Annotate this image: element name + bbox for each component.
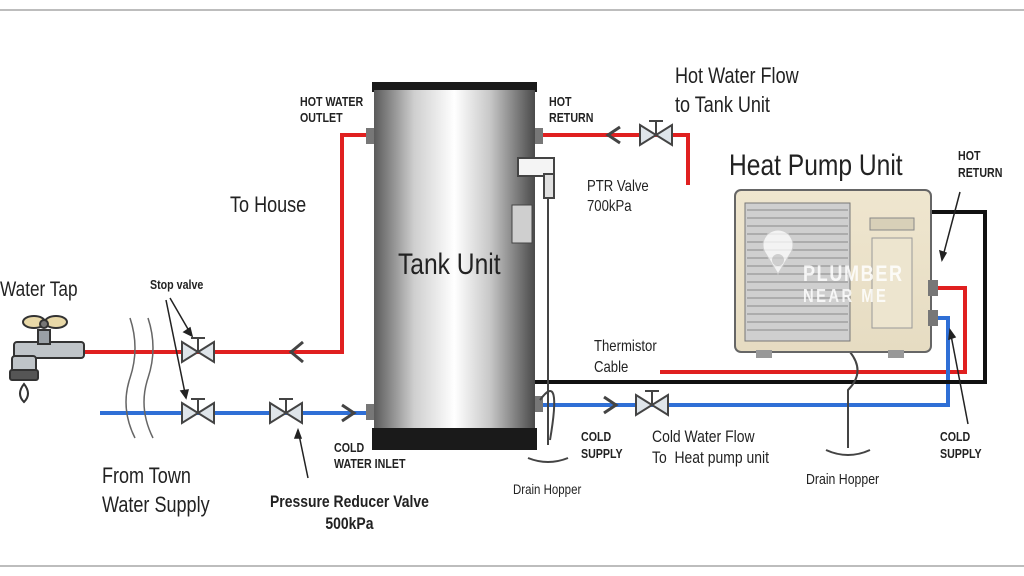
label-heat-pump-unit: Heat Pump Unit [729,149,903,182]
hot-flow-valve [639,120,673,147]
watermark-line2: NEAR ME [803,286,889,306]
label-tank-unit: Tank Unit [398,248,501,281]
valves [181,120,673,425]
label-to-house: To House [230,192,307,217]
hot-return-pipe [543,133,690,185]
cold-flow-arrow [603,395,619,415]
label-water-tap: Water Tap [0,278,78,301]
pressure-reducer-valve [269,398,303,425]
top-border [0,9,1024,11]
label-hot-return-tank: HOT RETURN [549,94,594,126]
stop-valve-cold [181,398,215,425]
water-tap [9,315,85,404]
label-hot-water-flow: Hot Water Flow to Tank Unit [675,63,799,117]
label-thermistor-cable: Thermistor Cable [594,338,657,376]
cold-flow-valve [635,390,669,417]
tank-sensor [511,204,533,244]
thermistor-cable [527,210,987,384]
label-stop-valve: Stop valve [150,277,204,292]
pump-drain [825,351,871,456]
label-cold-water-inlet: COLD WATER INLET [334,440,406,472]
inlet-arrow [341,403,357,423]
leader-lines [165,191,969,479]
label-from-town: From Town Water Supply [102,463,210,517]
stop-valve-hot [181,337,215,364]
pipe-break-marks [125,317,154,439]
ptr-valve-assembly [517,157,569,463]
label-hot-water-outlet: HOT WATER OUTLET [300,94,364,126]
label-hot-return-pump: HOT RETURN [958,148,1003,180]
bottom-border [0,565,1024,567]
label-pressure-reducer: Pressure Reducer Valve 500kPa [270,492,429,534]
pump-hot-pipe [660,286,967,374]
label-drain-hopper-pump: Drain Hopper [806,471,880,488]
to-house-arrow [288,340,304,364]
tank-unit [366,82,543,450]
hot-flow-arrow [605,125,621,145]
label-drain-hopper-tank: Drain Hopper [513,481,582,497]
heat-pump-unit [734,189,938,358]
hot-return-pipe-lower [688,185,740,190]
watermark-line1: PLUMBER [803,261,904,286]
flow-arrows [288,125,621,423]
label-ptr-valve: PTR Valve 700kPa [587,178,649,215]
label-cold-supply-pump: COLD SUPPLY [940,429,982,461]
plumber-logo [762,229,794,275]
to-house-pipe [82,133,372,354]
cold-supply-pipe [543,316,950,407]
label-cold-water-flow: Cold Water Flow To Heat pump unit [652,427,770,468]
label-cold-supply-tank: COLD SUPPLY [581,429,623,461]
